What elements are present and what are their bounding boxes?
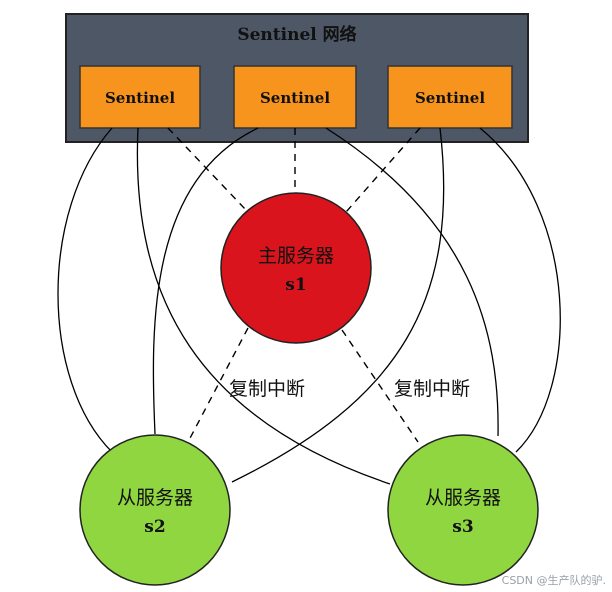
master-node [220, 192, 372, 344]
sentinel-box-1 [79, 65, 201, 129]
sentinel-box-3 [387, 65, 513, 129]
sentinel-network-title: Sentinel 网络 [237, 24, 356, 45]
slave-id-s3: s3 [452, 517, 473, 537]
sentinel-label-3: Sentinel [415, 89, 485, 107]
broken-replication-label-right: 复制中断 [394, 378, 470, 400]
master-label: 主服务器 [258, 245, 334, 267]
slave-node-s2 [79, 434, 231, 586]
monitor-link-s1-master [167, 127, 247, 211]
sentinel-box-2 [233, 65, 357, 129]
broken-replication-label-left: 复制中断 [229, 378, 305, 400]
sentinel-label-1: Sentinel [105, 89, 175, 107]
slave-label-s2: 从服务器 [117, 487, 193, 509]
slave-id-s2: s2 [144, 517, 165, 537]
master-id: s1 [285, 275, 306, 295]
sentinel2-to-s2-curve [152, 127, 259, 435]
slave-monitor-links [57, 127, 561, 485]
broken-link-master-s3 [341, 329, 419, 443]
broken-replication-links [187, 327, 419, 443]
sentinel1-to-s3-curve [136, 127, 391, 485]
sentinel-label-2: Sentinel [260, 89, 330, 107]
broken-link-master-s2 [187, 327, 249, 443]
csdn-watermark: CSDN @生产队的驴. [502, 573, 606, 587]
slave-label-s3: 从服务器 [425, 487, 501, 509]
sentinel1-to-s2-curve [57, 127, 113, 453]
sentinel3-to-s3-curve [479, 127, 561, 453]
sentinel2-to-s3-curve [325, 127, 499, 437]
sentinel3-to-s2-curve [231, 127, 445, 483]
slave-node-s3 [387, 434, 539, 586]
